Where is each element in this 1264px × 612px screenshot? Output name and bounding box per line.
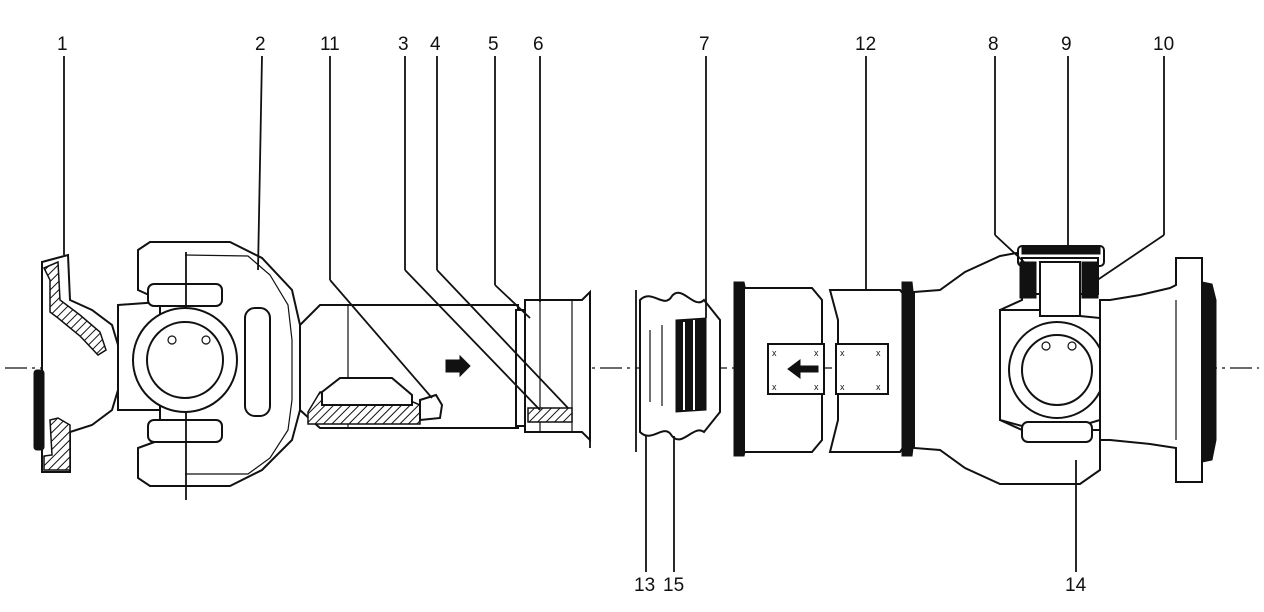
svg-text:x: x [840, 382, 845, 392]
svg-text:x: x [814, 382, 819, 392]
leader-lines [63, 55, 1165, 572]
callout-12: 12 [855, 34, 876, 55]
svg-text:x: x [772, 382, 777, 392]
right-flange [1099, 257, 1217, 483]
callout-11: 11 [320, 34, 340, 55]
left-shaft-tube [299, 304, 519, 429]
svg-text:x: x [876, 382, 881, 392]
callout-8: 8 [988, 34, 999, 55]
callout-2: 2 [255, 34, 266, 55]
callout-6: 6 [533, 34, 544, 55]
left-flange [33, 253, 119, 473]
svg-text:x: x [772, 348, 777, 358]
callout-5: 5 [488, 34, 499, 55]
svg-text:x: x [876, 348, 881, 358]
slip-joint [515, 289, 591, 448]
rubber-boot [635, 281, 749, 457]
callout-4: 4 [430, 34, 441, 55]
callout-10: 10 [1153, 34, 1174, 55]
left-yoke [117, 241, 301, 500]
callout-13: 13 [634, 575, 655, 596]
callout-15: 15 [663, 575, 684, 596]
callout-7: 7 [699, 34, 710, 55]
right-yoke [913, 245, 1106, 485]
svg-text:x: x [840, 348, 845, 358]
svg-text:x: x [814, 348, 819, 358]
callout-3: 3 [398, 34, 409, 55]
callout-9: 9 [1061, 34, 1072, 55]
callout-labels: 1 2 11 3 4 5 6 7 12 8 9 10 13 15 14 [57, 34, 1174, 596]
callout-14: 14 [1065, 575, 1087, 596]
center-tube: x x x x x x x x [743, 281, 915, 457]
callout-1: 1 [57, 34, 68, 55]
